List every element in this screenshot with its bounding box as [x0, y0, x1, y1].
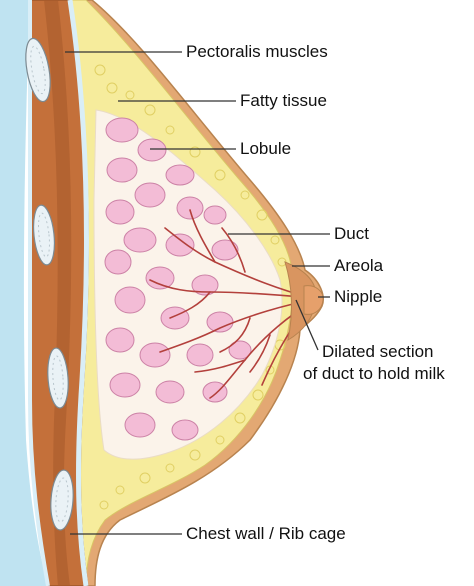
label-fatty-tissue: Fatty tissue [240, 91, 327, 111]
label-pectoralis-muscles: Pectoralis muscles [186, 42, 328, 62]
label-duct: Duct [334, 224, 369, 244]
label-dilated-section-line2: of duct to hold milk [303, 364, 445, 384]
label-dilated-section-line1: Dilated section [322, 342, 434, 362]
label-nipple: Nipple [334, 287, 382, 307]
label-lobule: Lobule [240, 139, 291, 159]
label-areola: Areola [334, 256, 383, 276]
label-chest-wall: Chest wall / Rib cage [186, 524, 346, 544]
